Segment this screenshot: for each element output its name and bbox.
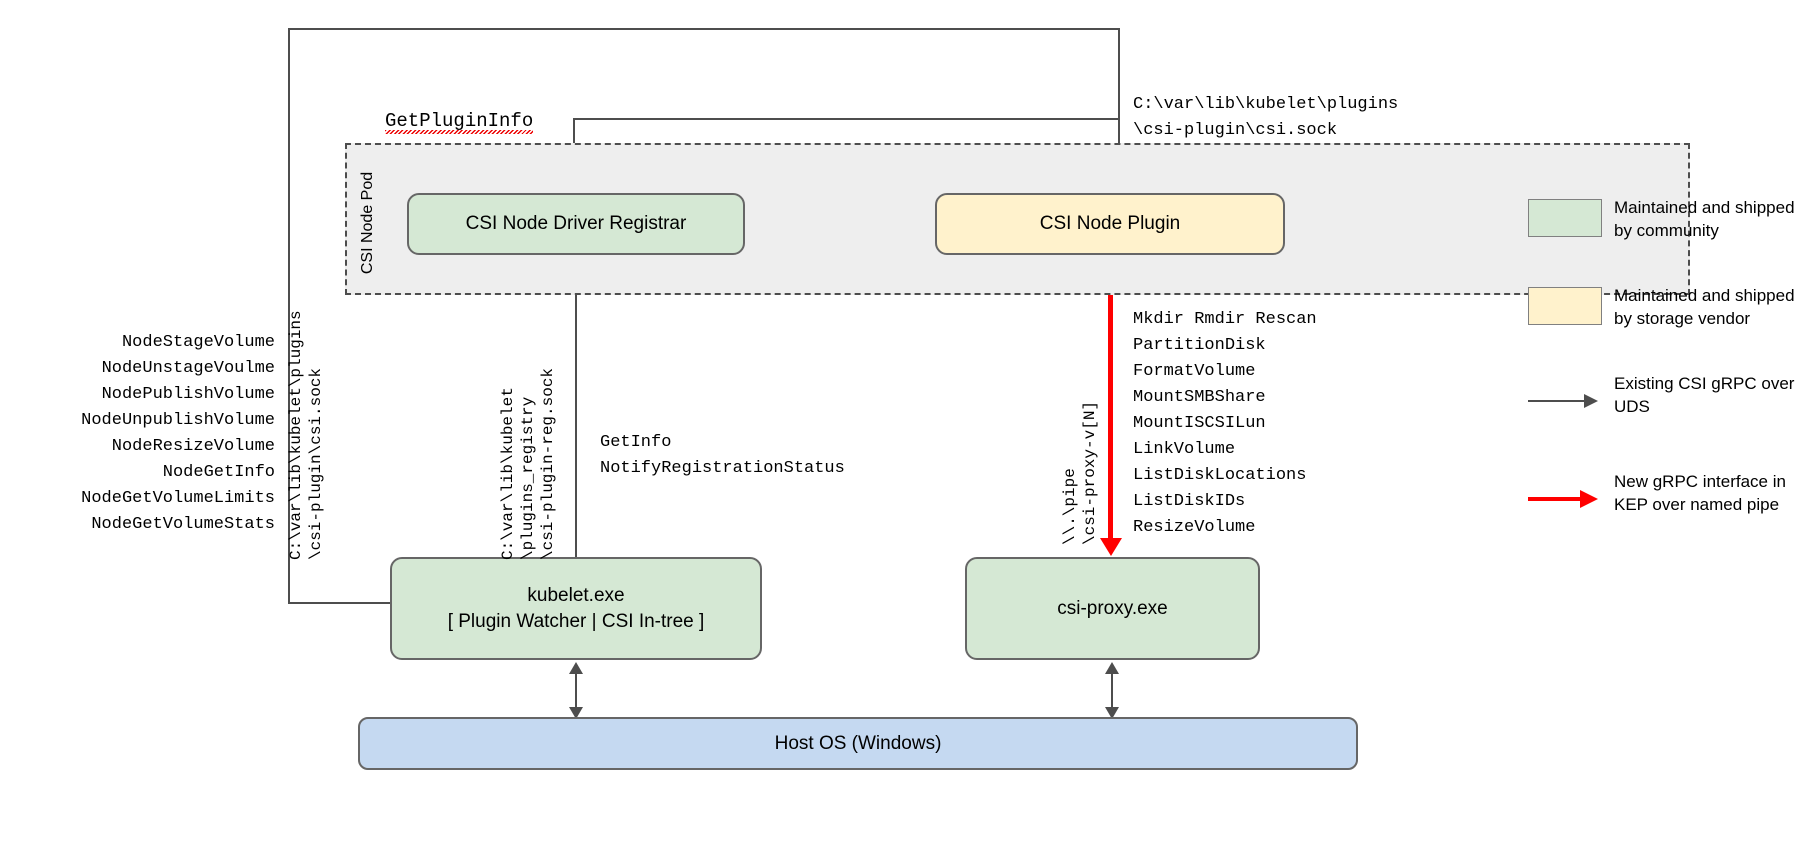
kubelet-exe-subtitle: [ Plugin Watcher | CSI In-tree ] <box>447 610 705 632</box>
label-csi-proxy-apis: Mkdir Rmdir Rescan PartitionDisk FormatV… <box>1133 310 1317 537</box>
arrow-right-red-icon <box>1528 490 1602 508</box>
legend-label-storage-vendor: Maintained and shipped by storage vendor <box>1614 286 1795 328</box>
label-kubelet-csi-sock-path: C:\var\lib\kubelet\plugins \csi-plugin\c… <box>287 310 325 560</box>
arrowhead-kubelet-hostos-up <box>569 662 583 674</box>
legend-swatch-community-wrap <box>1528 196 1614 237</box>
connector-kubelet-to-plugin-bottom <box>288 602 392 604</box>
legend-label-existing-csi-grpc: Existing CSI gRPC over UDS <box>1614 374 1795 416</box>
legend-swatch-vendor-wrap <box>1528 284 1614 325</box>
label-plugin-registration-sock-path: C:\var\lib\kubelet \plugins_registry \cs… <box>499 367 557 560</box>
csi-node-plugin-title: CSI Node Plugin <box>1039 213 1181 235</box>
arrow-right-gray-icon <box>1528 394 1602 408</box>
label-node-service-rpcs: NodeStageVolume NodeUnstageVoulme NodePu… <box>81 333 275 534</box>
connector-registrar-getplugininfo-horizontal <box>573 118 1120 120</box>
legend-item-storage-vendor: Maintained and shipped by storage vendor <box>1528 284 1808 330</box>
connector-csiproxy-to-hostos <box>1111 672 1113 717</box>
csi-node-driver-registrar-title: CSI Node Driver Registrar <box>465 213 687 235</box>
connector-kubelet-to-registrar <box>575 268 577 558</box>
label-named-pipe-path: \\.\pipe \csi-proxy-v[N] <box>1061 400 1099 545</box>
node-box-kubelet-exe[interactable]: kubelet.exe [ Plugin Watcher | CSI In-tr… <box>390 557 762 660</box>
legend-arrow-gray-wrap <box>1528 372 1614 408</box>
connector-plugin-to-csiproxy-red <box>1108 255 1113 539</box>
legend: Maintained and shipped by community Main… <box>1528 196 1808 558</box>
arrowhead-kubelet-hostos-down <box>569 707 583 719</box>
connector-kubelet-to-plugin-top <box>288 28 1120 30</box>
legend-arrow-red-wrap <box>1528 470 1614 508</box>
arrowhead-csiproxy-hostos-up <box>1105 662 1119 674</box>
node-box-csi-node-plugin[interactable]: CSI Node Plugin <box>935 193 1285 255</box>
label-registration-rpcs: GetInfo NotifyRegistrationStatus <box>600 433 845 478</box>
arrowhead-csiproxy-named-pipe <box>1100 538 1122 556</box>
legend-item-existing-csi-grpc: Existing CSI gRPC over UDS <box>1528 372 1808 418</box>
legend-item-community: Maintained and shipped by community <box>1528 196 1808 242</box>
node-box-csi-node-driver-registrar[interactable]: CSI Node Driver Registrar <box>407 193 745 255</box>
legend-swatch-vendor-icon <box>1528 287 1602 325</box>
kubelet-exe-title: kubelet.exe <box>527 584 625 606</box>
arrowhead-csiproxy-hostos-down <box>1105 707 1119 719</box>
host-os-title: Host OS (Windows) <box>774 732 942 754</box>
node-box-host-os[interactable]: Host OS (Windows) <box>358 717 1358 770</box>
label-get-plugin-info: GetPluginInfo <box>385 110 534 134</box>
legend-swatch-community-icon <box>1528 199 1602 237</box>
csi-node-pod-label: CSI Node Pod <box>359 171 376 275</box>
legend-item-new-grpc-kep: New gRPC interface in KEP over named pip… <box>1528 470 1808 516</box>
connector-kubelet-to-plugin-vertical-right <box>1118 28 1120 180</box>
legend-label-community: Maintained and shipped by community <box>1614 198 1795 240</box>
legend-label-new-grpc-kep: New gRPC interface in KEP over named pip… <box>1614 472 1786 514</box>
connector-kubelet-to-plugin-vertical-left <box>288 28 290 604</box>
connector-kubelet-to-hostos <box>575 672 577 717</box>
label-csi-sock-path: C:\var\lib\kubelet\plugins \csi-plugin\c… <box>1133 95 1399 140</box>
node-box-csi-proxy-exe[interactable]: csi-proxy.exe <box>965 557 1260 660</box>
csi-proxy-exe-title: csi-proxy.exe <box>1057 597 1168 619</box>
